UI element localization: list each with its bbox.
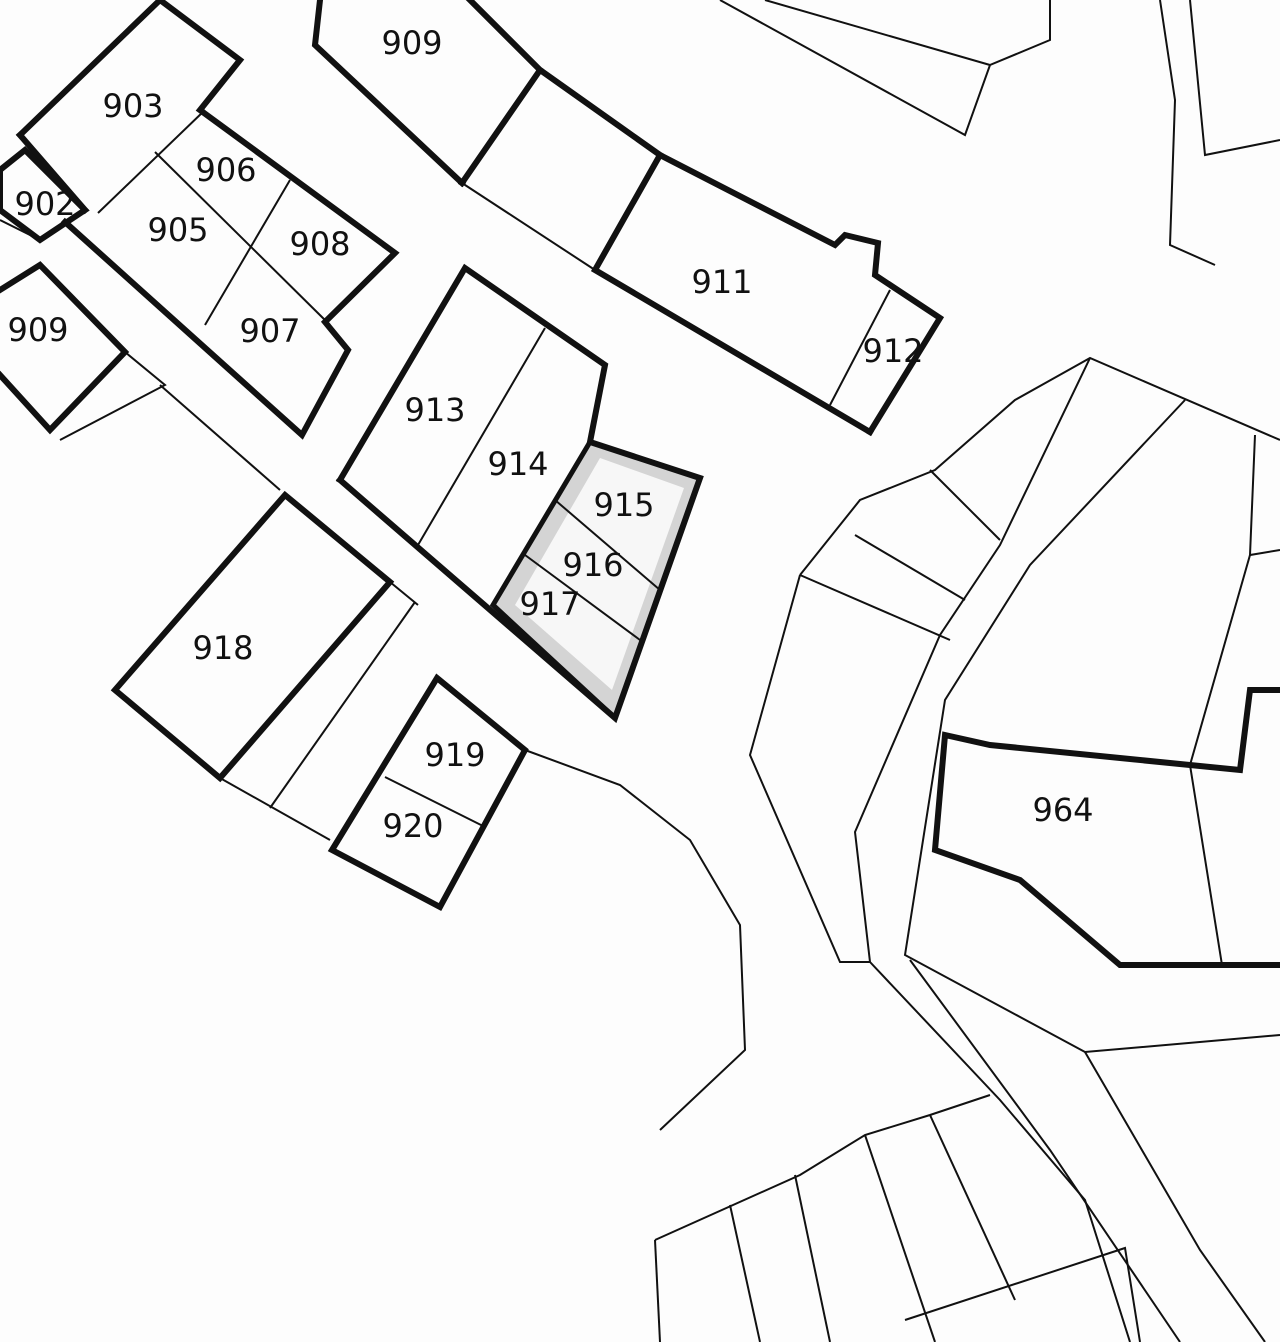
parcel-label-902[interactable]: 902 [14,185,75,223]
parcel-label-905[interactable]: 905 [147,211,208,249]
parcel-label-917[interactable]: 917 [519,585,580,623]
parcel-label-911[interactable]: 911 [691,263,752,301]
parcel-label-912[interactable]: 912 [862,332,923,370]
parcel-label-916[interactable]: 916 [562,546,623,584]
block-909-left [0,261,281,491]
block-913-917 [335,263,704,724]
parcel-label-914[interactable]: 914 [487,445,548,483]
right-parcels [748,356,1280,1054]
block-903-908 [0,0,400,440]
top-right-parcels [719,0,1280,266]
parcel-label-906[interactable]: 906 [195,151,256,189]
block-919-920 [327,673,747,1131]
block-909-911 [311,0,945,437]
parcel-label-915[interactable]: 915 [593,486,654,524]
bottom-parcels [654,959,1266,1342]
parcel-label-903[interactable]: 903 [102,87,163,125]
parcel-label-964[interactable]: 964 [1032,791,1093,829]
parcel-label-907[interactable]: 907 [239,312,300,350]
parcel-label-909-top[interactable]: 909 [381,24,442,62]
parcel-label-908[interactable]: 908 [289,225,350,263]
highlight-inner [515,458,684,690]
parcel-labels: 909 903 906 902 905 908 909 907 913 914 … [7,24,1093,845]
parcel-label-920[interactable]: 920 [382,807,443,845]
parcel-label-919[interactable]: 919 [424,736,485,774]
block-918 [110,490,419,841]
parcel-label-918[interactable]: 918 [192,629,253,667]
parcel-label-913[interactable]: 913 [404,391,465,429]
parcel-label-909-left[interactable]: 909 [7,311,68,349]
